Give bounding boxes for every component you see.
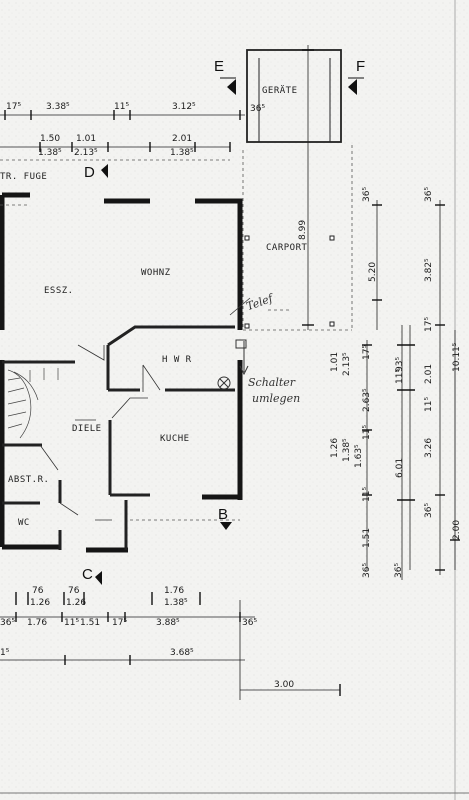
dim-right: 6.01 (395, 457, 405, 478)
room-label-essz: ESSZ. (44, 286, 74, 296)
dim-bottom: 36⁵ (0, 618, 16, 628)
room-label-wc: WC (18, 518, 30, 528)
dim-bottom: 1⁵ (0, 648, 10, 658)
dim-bottom: 11⁵ (64, 618, 80, 628)
dim-top: 1.38⁵ (170, 148, 194, 158)
geraete-shed (246, 49, 342, 143)
dim-right: 36⁵ (394, 562, 404, 578)
exterior-walls (0, 192, 243, 553)
section-mark-d: D (84, 164, 95, 181)
dim-right: 10.11⁵ (452, 342, 462, 372)
dim-top: 1.01 (76, 134, 97, 144)
section-mark-b: B (218, 506, 229, 523)
dim-top: 17⁵ (6, 102, 22, 112)
room-label-geraete: GERÄTE (262, 86, 298, 96)
dim-top: 36⁵ (250, 104, 266, 114)
dim-top: 1.50 (40, 134, 61, 144)
dim-right: 1.51 (362, 527, 372, 548)
room-label-hwr: H W R (162, 355, 192, 365)
dim-bottom: 1.51 (80, 618, 101, 628)
dim-bottom: 1.76 (27, 618, 48, 628)
dimension-ticks (4, 49, 460, 696)
dim-bottom: 1.76 (164, 586, 185, 596)
label-tr-fuge: TR. FUGE (0, 172, 48, 182)
dim-right: 11⁵ (362, 424, 372, 440)
section-mark-e: E (214, 58, 225, 75)
dim-right: 36⁵ (424, 186, 434, 202)
annotation-umlegen: umlegen (252, 392, 301, 405)
dim-top: 2.13⁵ (74, 148, 98, 158)
dim-right: 11⁵ (424, 396, 434, 412)
dim-right: 11⁵ (395, 368, 405, 384)
room-label-diele: DIELE (72, 424, 102, 434)
door-swings (39, 297, 251, 521)
dim-bottom: 1.26 (30, 598, 51, 608)
dim-bottom: 76 (68, 586, 80, 596)
dim-bottom: 3.00 (274, 680, 295, 690)
annotation-schalter: Schalter (248, 376, 296, 389)
room-label-wohnz: WOHNZ (141, 268, 171, 278)
section-marker-symbols (95, 79, 357, 585)
dashed-outlines (0, 145, 353, 521)
dim-right: 36⁵ (362, 186, 372, 202)
dim-right: 1.26 (330, 437, 340, 458)
dim-bottom: 76 (32, 586, 44, 596)
dim-right: 17⁵ (424, 316, 434, 332)
dim-right: 11⁵ (362, 486, 372, 502)
dimension-lines (0, 45, 456, 700)
dim-top: 1.38⁵ (38, 148, 62, 158)
dim-right: 5.20 (368, 261, 378, 282)
dim-right: 1.63⁵ (354, 444, 364, 468)
dim-right: 3.82⁵ (424, 258, 434, 282)
dim-right: 2.63⁵ (362, 388, 372, 412)
dim-right: 1.38⁵ (342, 438, 352, 462)
dim-top: 2.01 (172, 134, 193, 144)
interior-walls (2, 325, 235, 550)
dim-right: 17⁵ (362, 344, 372, 360)
dim-bottom: 3.68⁵ (170, 648, 194, 658)
room-label-carport: CARPORT (266, 243, 308, 253)
dim-right: 2.01 (424, 363, 434, 384)
dim-bottom: 1.26 (66, 598, 87, 608)
dim-right: 2.13⁵ (342, 352, 352, 376)
room-label-abstr: ABST.R. (8, 475, 50, 485)
dim-right: 36⁵ (424, 502, 434, 518)
dim-right: 8.99 (298, 219, 308, 240)
dim-right: 1.01 (330, 351, 340, 372)
dim-bottom: 1.38⁵ (164, 598, 188, 608)
section-mark-c: C (82, 566, 93, 583)
dim-right: 3.26 (424, 437, 434, 458)
room-label-kueche: KUCHE (160, 434, 190, 444)
dim-bottom: 3.88⁵ (156, 618, 180, 628)
staircase (7, 368, 59, 439)
dim-bottom: 17⁵ (112, 618, 128, 628)
hand-markings (217, 339, 249, 390)
dim-right: 36⁵ (362, 562, 372, 578)
dim-top: 3.12⁵ (172, 102, 196, 112)
section-mark-f: F (356, 58, 366, 75)
dim-right: 2.00 (452, 519, 462, 540)
carport-posts (244, 235, 335, 329)
dim-top: 11⁵ (114, 102, 130, 112)
dim-bottom: 36⁵ (242, 618, 258, 628)
dim-top: 3.38⁵ (46, 102, 70, 112)
